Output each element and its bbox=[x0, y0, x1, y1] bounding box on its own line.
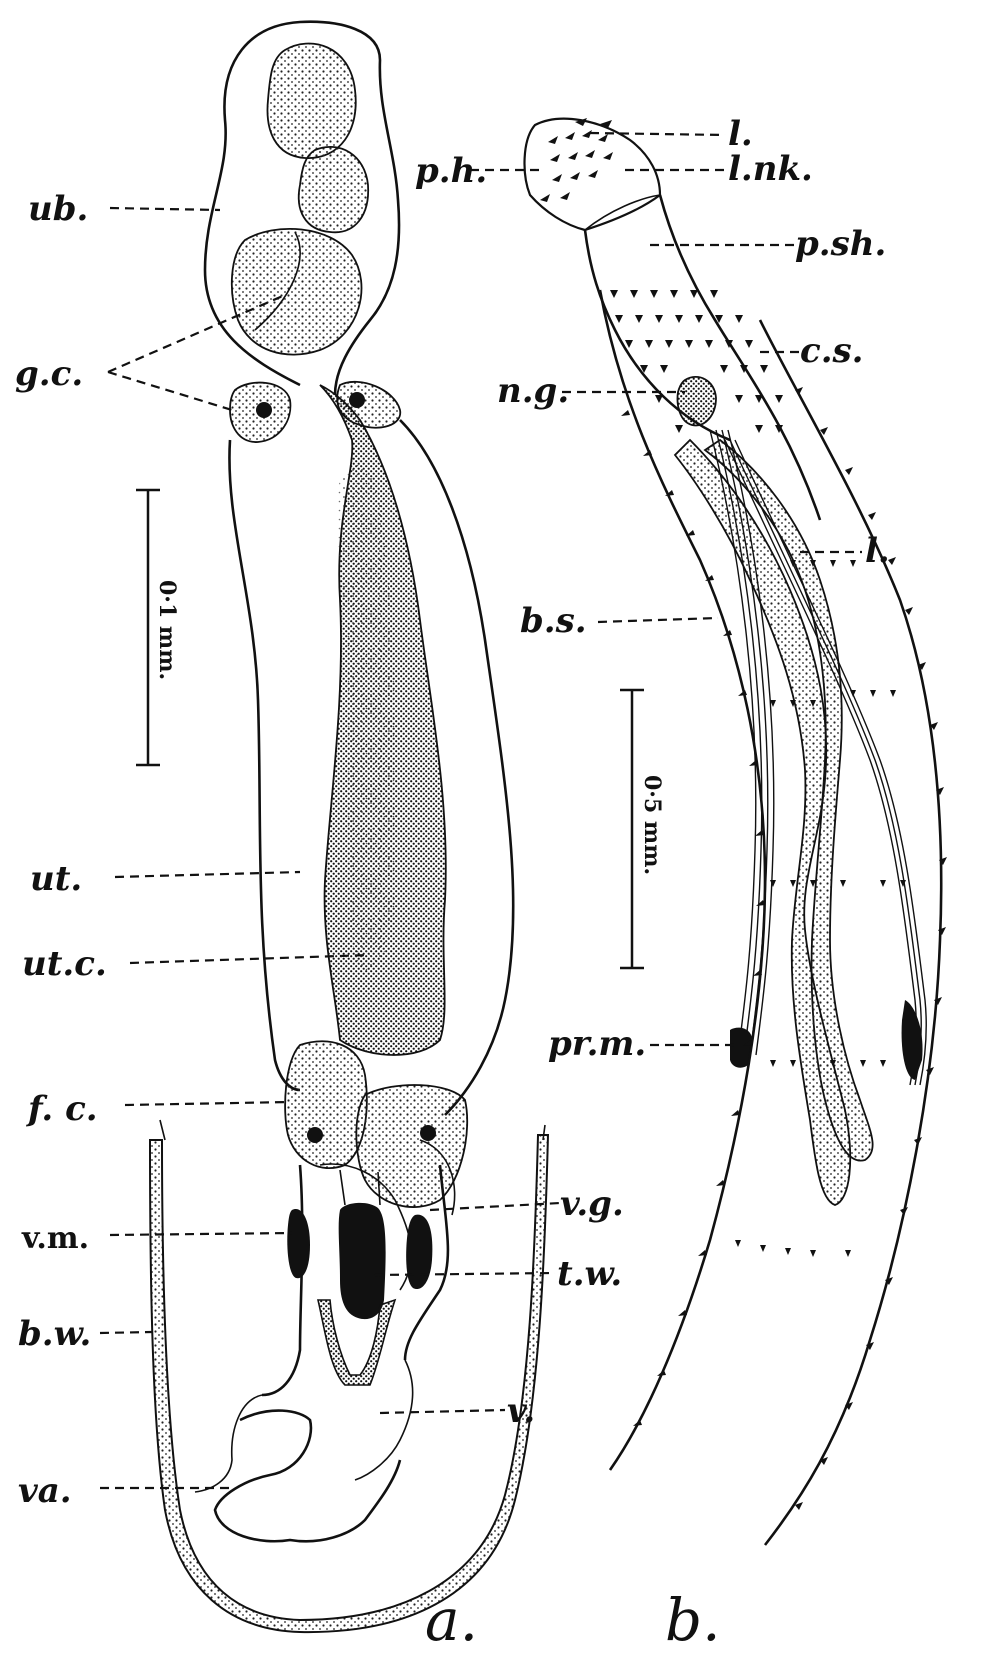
scale-bar-a-label: 0·1 mm. bbox=[154, 580, 180, 680]
panel-label-a: a. bbox=[425, 1586, 478, 1653]
thickened-wall bbox=[339, 1203, 386, 1319]
flame-cell-right bbox=[356, 1085, 467, 1207]
label-vg: v.g. bbox=[560, 1184, 624, 1224]
label-l-mid: l. bbox=[865, 531, 890, 571]
germ-cluster-top bbox=[267, 43, 355, 158]
vaginal-muscle-right bbox=[406, 1215, 432, 1289]
label-gc: g.c. bbox=[15, 354, 83, 394]
label-ub: ub. bbox=[28, 189, 88, 229]
label-lnk: l.nk. bbox=[728, 149, 813, 189]
label-ut: ut. bbox=[30, 859, 82, 899]
label-l-top: l. bbox=[728, 114, 753, 154]
label-fc: f. c. bbox=[26, 1089, 98, 1129]
label-vm: v.m. bbox=[21, 1221, 89, 1256]
label-va: va. bbox=[18, 1471, 72, 1511]
uterus-outline bbox=[229, 440, 300, 1090]
label-tw: t.w. bbox=[557, 1254, 622, 1294]
body-surface-right bbox=[760, 320, 941, 1545]
nerve-ganglion bbox=[678, 377, 716, 426]
scale-bar-b-label: 0·5 mm. bbox=[639, 775, 665, 875]
scale-bar-a: 0·1 mm. bbox=[136, 490, 180, 765]
germ-cluster-large bbox=[232, 229, 362, 355]
label-bs: b.s. bbox=[520, 601, 587, 641]
label-ng: n.g. bbox=[497, 371, 569, 411]
label-psh: p.sh. bbox=[795, 224, 886, 264]
label-v: v. bbox=[507, 1391, 535, 1431]
label-bw: b.w. bbox=[18, 1314, 91, 1354]
label-utc: ut.c. bbox=[22, 944, 107, 984]
label-cs: c.s. bbox=[800, 331, 864, 371]
vaginal-muscle-left bbox=[287, 1209, 310, 1278]
germ-cluster-mid bbox=[299, 147, 368, 232]
flame-cell-left bbox=[285, 1041, 367, 1168]
scale-bar-b: 0·5 mm. bbox=[620, 690, 665, 968]
label-ph: p.h. bbox=[415, 151, 487, 191]
panel-label-b: b. bbox=[665, 1586, 721, 1653]
figure-a-drawing bbox=[150, 22, 548, 1632]
vestibule-outline bbox=[215, 1411, 400, 1542]
label-prm: pr.m. bbox=[548, 1024, 646, 1064]
figure-b-drawing bbox=[525, 118, 947, 1545]
